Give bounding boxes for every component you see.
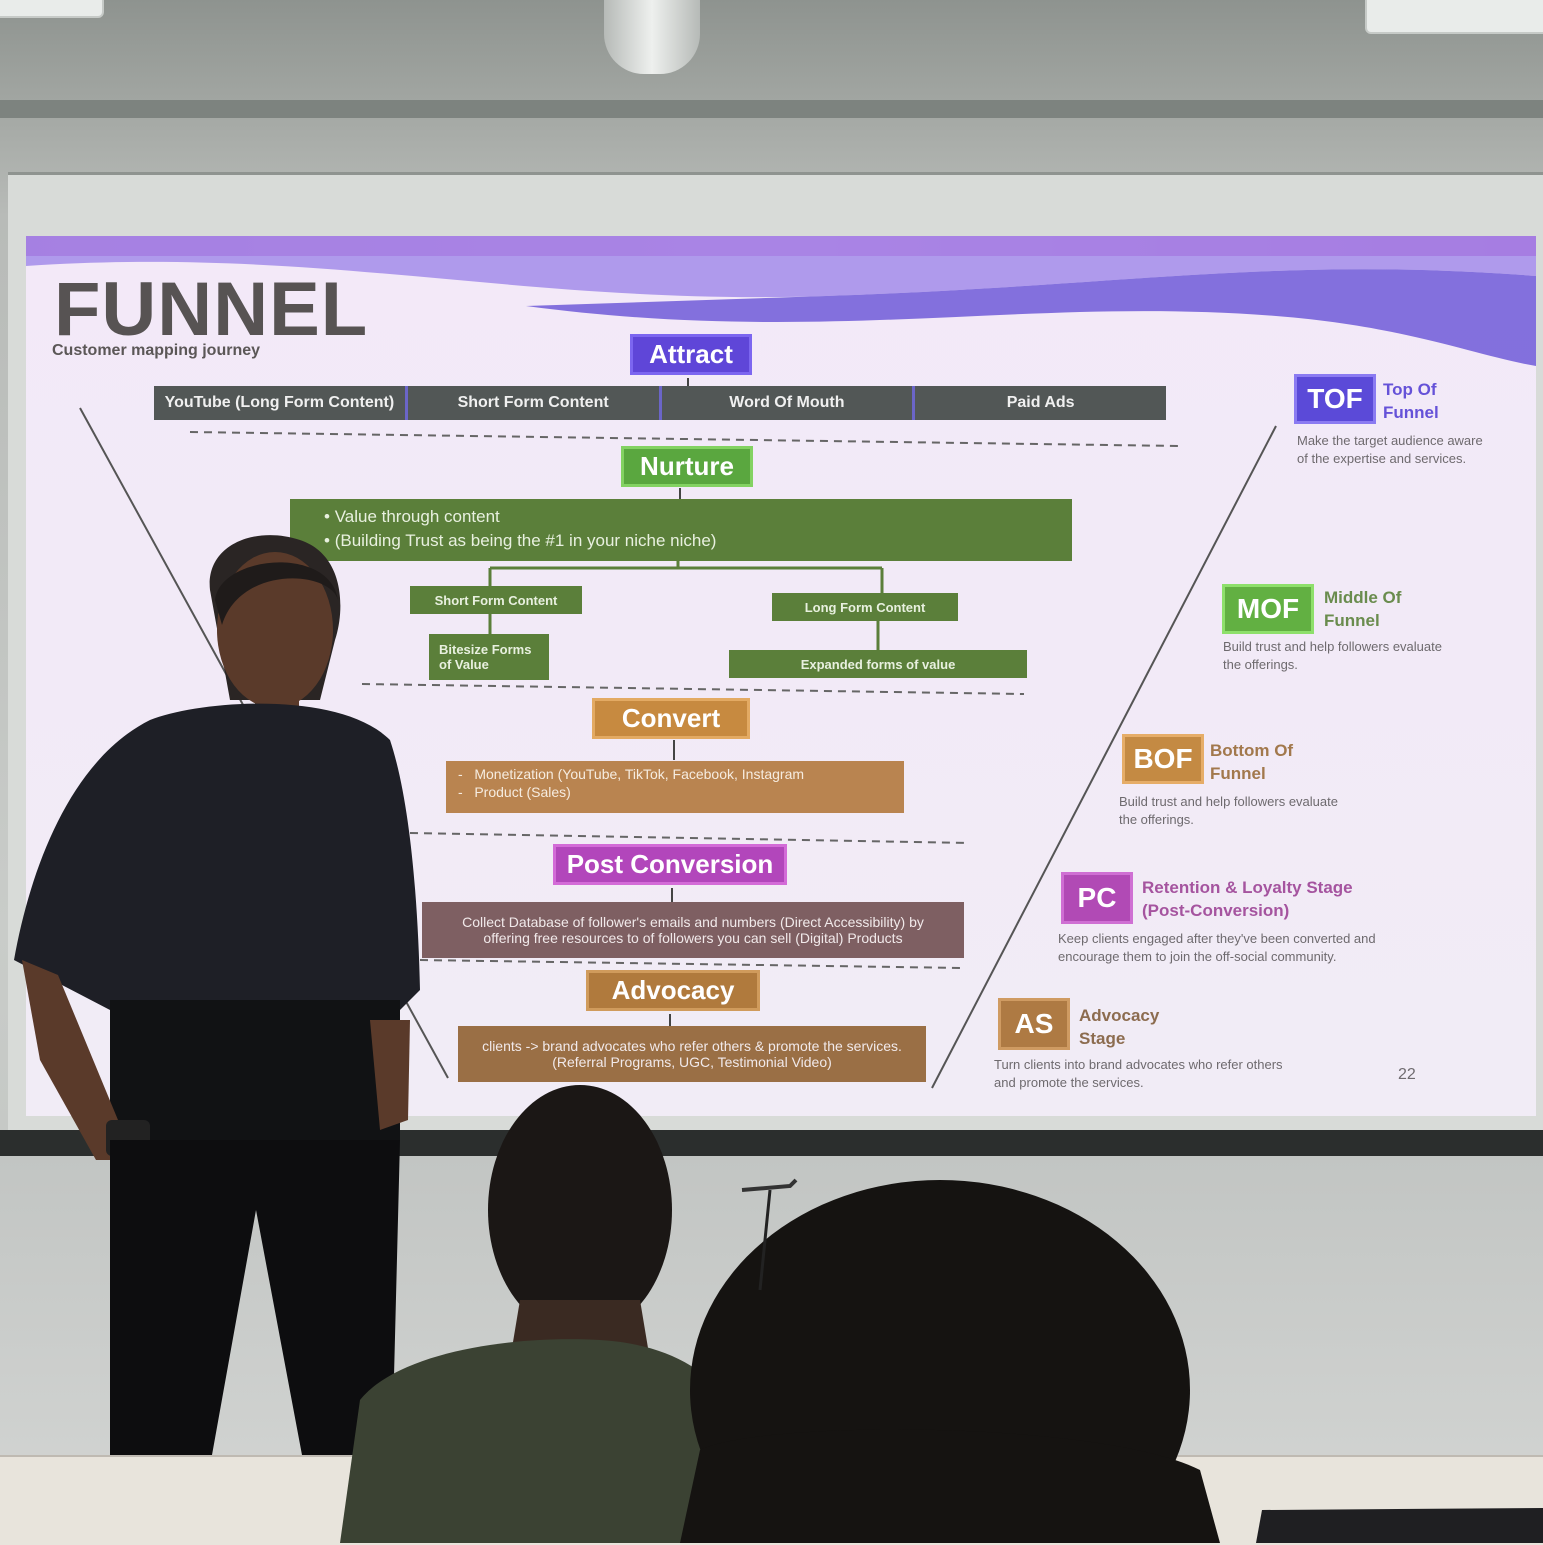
badge-bof: BOF: [1122, 734, 1204, 784]
legend-tof-desc: Make the target audience aware of the ex…: [1297, 433, 1483, 466]
post-line: offering free resources to of followers …: [483, 930, 903, 946]
channel-youtube: YouTube (Long Form Content): [154, 386, 408, 420]
stage-post-conversion: Post Conversion: [553, 844, 787, 885]
stage-nurture: Nurture: [621, 446, 753, 487]
audience-member: [340, 1085, 760, 1543]
badge-tof: TOF: [1294, 374, 1376, 424]
chair-back: [1256, 1508, 1543, 1543]
post-line: Collect Database of follower's emails an…: [462, 914, 924, 930]
channel-paid-ads: Paid Ads: [1006, 394, 1075, 411]
nurture-expanded: Expanded forms of value: [729, 650, 1027, 678]
channel-word-of-mouth: Word Of Mouth: [662, 386, 916, 420]
nurture-bullet: • Value through content: [324, 507, 500, 526]
projected-slide: FUNNEL Customer mapping journey Attract …: [26, 236, 1536, 1116]
ceiling-light: [1365, 0, 1543, 34]
slide-wave-decoration: [26, 236, 1536, 366]
advocacy-line: clients -> brand advocates who refer oth…: [482, 1038, 902, 1054]
convert-description: - Monetization (YouTube, TikTok, Faceboo…: [446, 761, 904, 813]
stage-convert: Convert: [592, 698, 750, 739]
nurture-bullet: • (Building Trust as being the #1 in you…: [324, 531, 717, 550]
bitesize-line: of Value: [439, 657, 489, 672]
ceiling-trim: [0, 100, 1543, 118]
badge-mof: MOF: [1222, 584, 1314, 634]
stage-advocacy: Advocacy: [586, 970, 760, 1011]
badge-pc: PC: [1061, 872, 1133, 924]
channel-bar: YouTube (Long Form Content) Short Form C…: [154, 386, 1166, 420]
post-conversion-description: Collect Database of follower's emails an…: [422, 902, 964, 958]
slide-subtitle: Customer mapping journey: [52, 342, 261, 359]
audience-member: [680, 1180, 1220, 1543]
slide-title: FUNNEL: [54, 267, 369, 352]
advocacy-line: (Referral Programs, UGC, Testimonial Vid…: [552, 1054, 832, 1070]
stage-attract: Attract: [630, 334, 752, 375]
nurture-description: • Value through content • (Building Trus…: [290, 499, 1072, 561]
badge-as: AS: [998, 998, 1070, 1050]
nurture-short-form: Short Form Content: [410, 586, 582, 614]
legend-bof-desc: Build trust and help followers evaluate …: [1119, 794, 1338, 827]
ceiling-light: [0, 0, 104, 18]
bitesize-line: Bitesize Forms: [439, 642, 532, 657]
channel-short-form: Short Form Content: [408, 386, 662, 420]
legend-mof-desc: Build trust and help followers evaluate …: [1223, 639, 1442, 672]
funnel-outline: [79, 378, 1277, 1089]
convert-item: - Product (Sales): [458, 784, 571, 800]
presenter: [14, 535, 420, 1455]
legend-pc-desc: Keep clients engaged after they've been …: [1058, 931, 1376, 964]
slide-page-number: 22: [1398, 1066, 1416, 1083]
legend-as-desc: Turn clients into brand advocates who re…: [994, 1057, 1283, 1090]
projector-camera: [604, 0, 700, 74]
advocacy-description: clients -> brand advocates who refer oth…: [458, 1026, 926, 1082]
convert-item: - Monetization (YouTube, TikTok, Faceboo…: [458, 766, 805, 782]
nurture-long-form: Long Form Content: [772, 593, 958, 621]
mic-clip: [741, 1178, 798, 1291]
legend-pc-heading: Retention & Loyalty Stage(Post-Conversio…: [1142, 878, 1353, 920]
